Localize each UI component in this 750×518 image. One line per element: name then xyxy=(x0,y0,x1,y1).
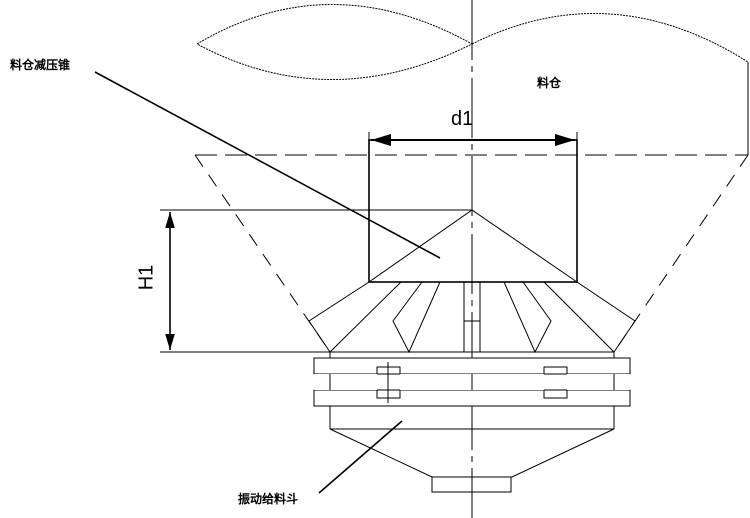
silo-label: 料仓 xyxy=(537,76,562,90)
silo-break-curve-left xyxy=(196,4,474,80)
pressure-cone-label: 料仓减压锥 xyxy=(10,58,71,72)
hopper-right-wall xyxy=(613,154,749,353)
flange-lower xyxy=(313,389,631,407)
silo-break-curve-right xyxy=(471,12,749,63)
cone-leader xyxy=(94,71,441,259)
hopper-left-wall xyxy=(194,154,331,353)
cone-apex xyxy=(368,209,578,283)
vibrating-feeder-label: 振动给料斗 xyxy=(238,492,299,506)
d1-label: d1 xyxy=(451,108,474,130)
h1-label: H1 xyxy=(135,264,158,291)
flange-upper xyxy=(313,357,631,375)
feeder-outlet xyxy=(431,476,512,493)
feeder-leader xyxy=(318,420,403,494)
